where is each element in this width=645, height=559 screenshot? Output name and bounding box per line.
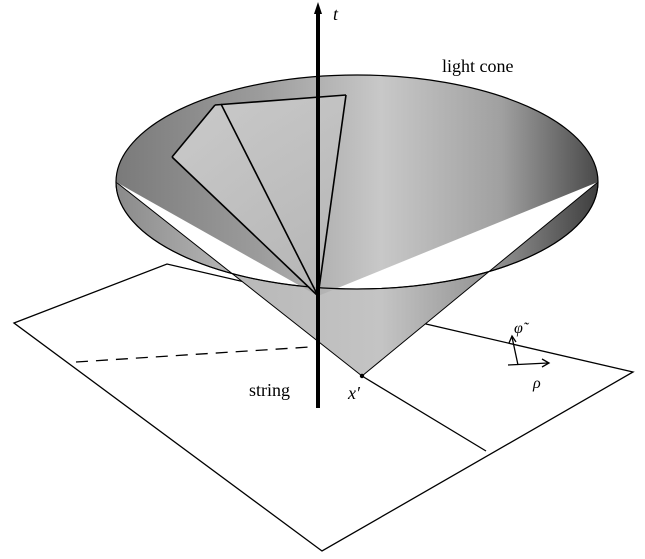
wedge-edges [171,94,347,297]
light-cone-label: light cone [442,56,513,76]
apex-point [359,373,365,379]
spatial-plane [12,263,635,552]
phi-label: φ̃ [514,320,530,337]
string-label: string [249,380,290,400]
local-frame [507,334,551,368]
time-axis-label: t [333,4,339,24]
radial-line [361,375,487,452]
time-axis-arrowhead [314,2,322,14]
wedge-region [172,95,346,296]
rho-label: ρ [532,375,541,392]
point-label: x′ [347,383,361,403]
cone-inner-surface [116,75,598,296]
cone-rim [115,74,599,290]
